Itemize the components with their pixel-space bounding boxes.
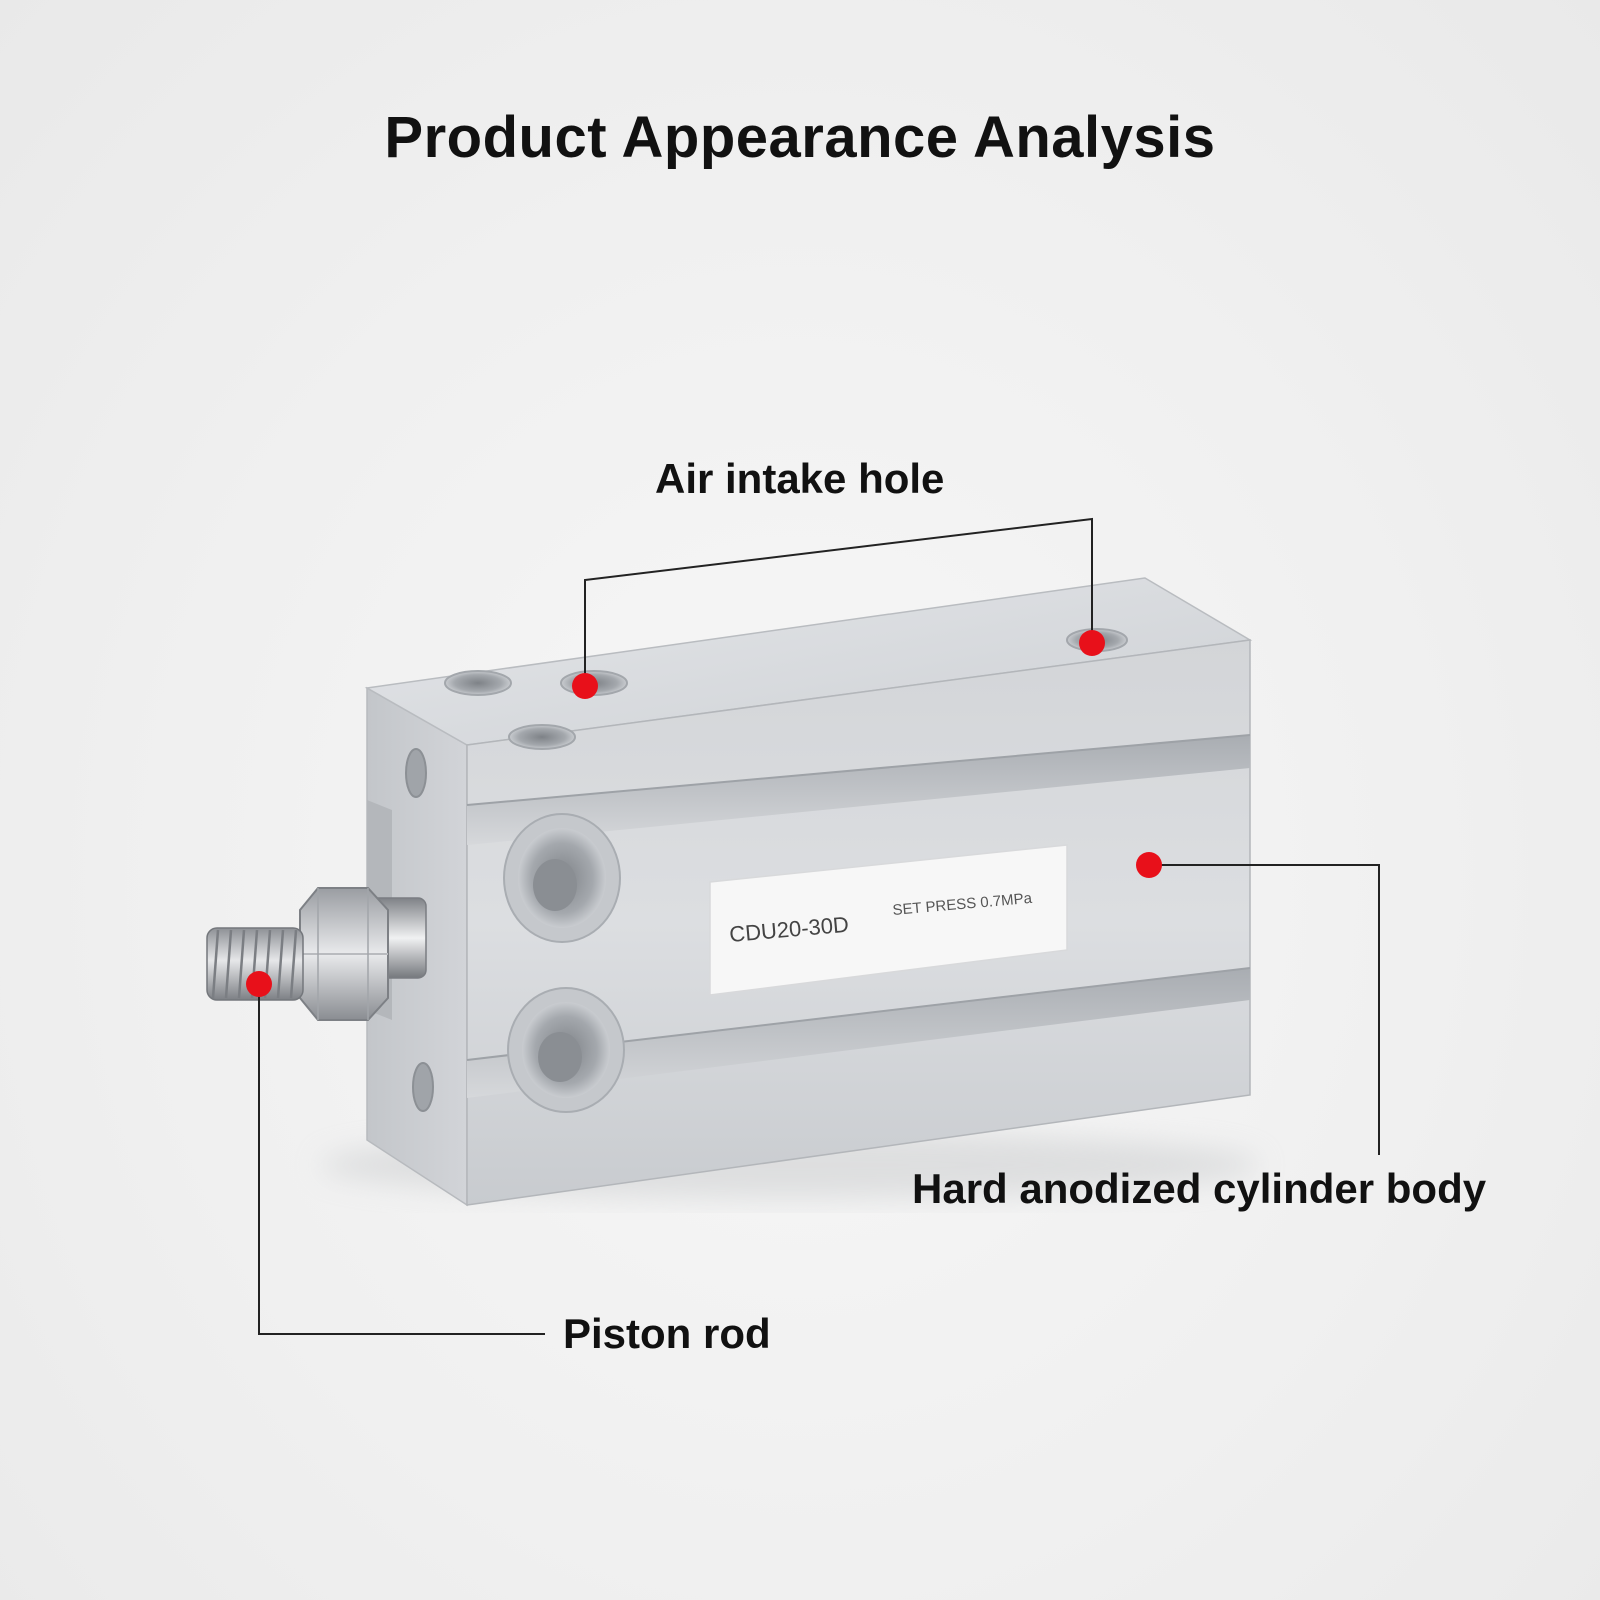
- piston-rod-marker: [246, 971, 272, 997]
- piston-rod-leader: [258, 984, 545, 1335]
- front-mount-hole: [503, 813, 621, 943]
- air-intake-marker: [572, 673, 598, 699]
- air-intake-leader: [584, 517, 1093, 686]
- top-port: [508, 724, 576, 750]
- page-title: Product Appearance Analysis: [384, 105, 1216, 170]
- cylinder-body-label: Hard anodized cylinder body: [912, 1165, 1487, 1212]
- front-mount-hole: [507, 987, 625, 1113]
- body-marker: [1136, 852, 1162, 878]
- body-leader: [1149, 864, 1380, 1155]
- product-label: [709, 844, 1068, 996]
- piston-rod-label: Piston rod: [563, 1310, 771, 1357]
- air-intake-marker: [1079, 630, 1105, 656]
- top-port: [444, 670, 512, 696]
- air-intake-label: Air intake hole: [655, 455, 945, 502]
- upper-groove: [467, 735, 1250, 845]
- end-cap-bolt-hole: [405, 748, 427, 798]
- end-cap-bolt-hole: [412, 1062, 434, 1112]
- lower-groove: [467, 968, 1250, 1098]
